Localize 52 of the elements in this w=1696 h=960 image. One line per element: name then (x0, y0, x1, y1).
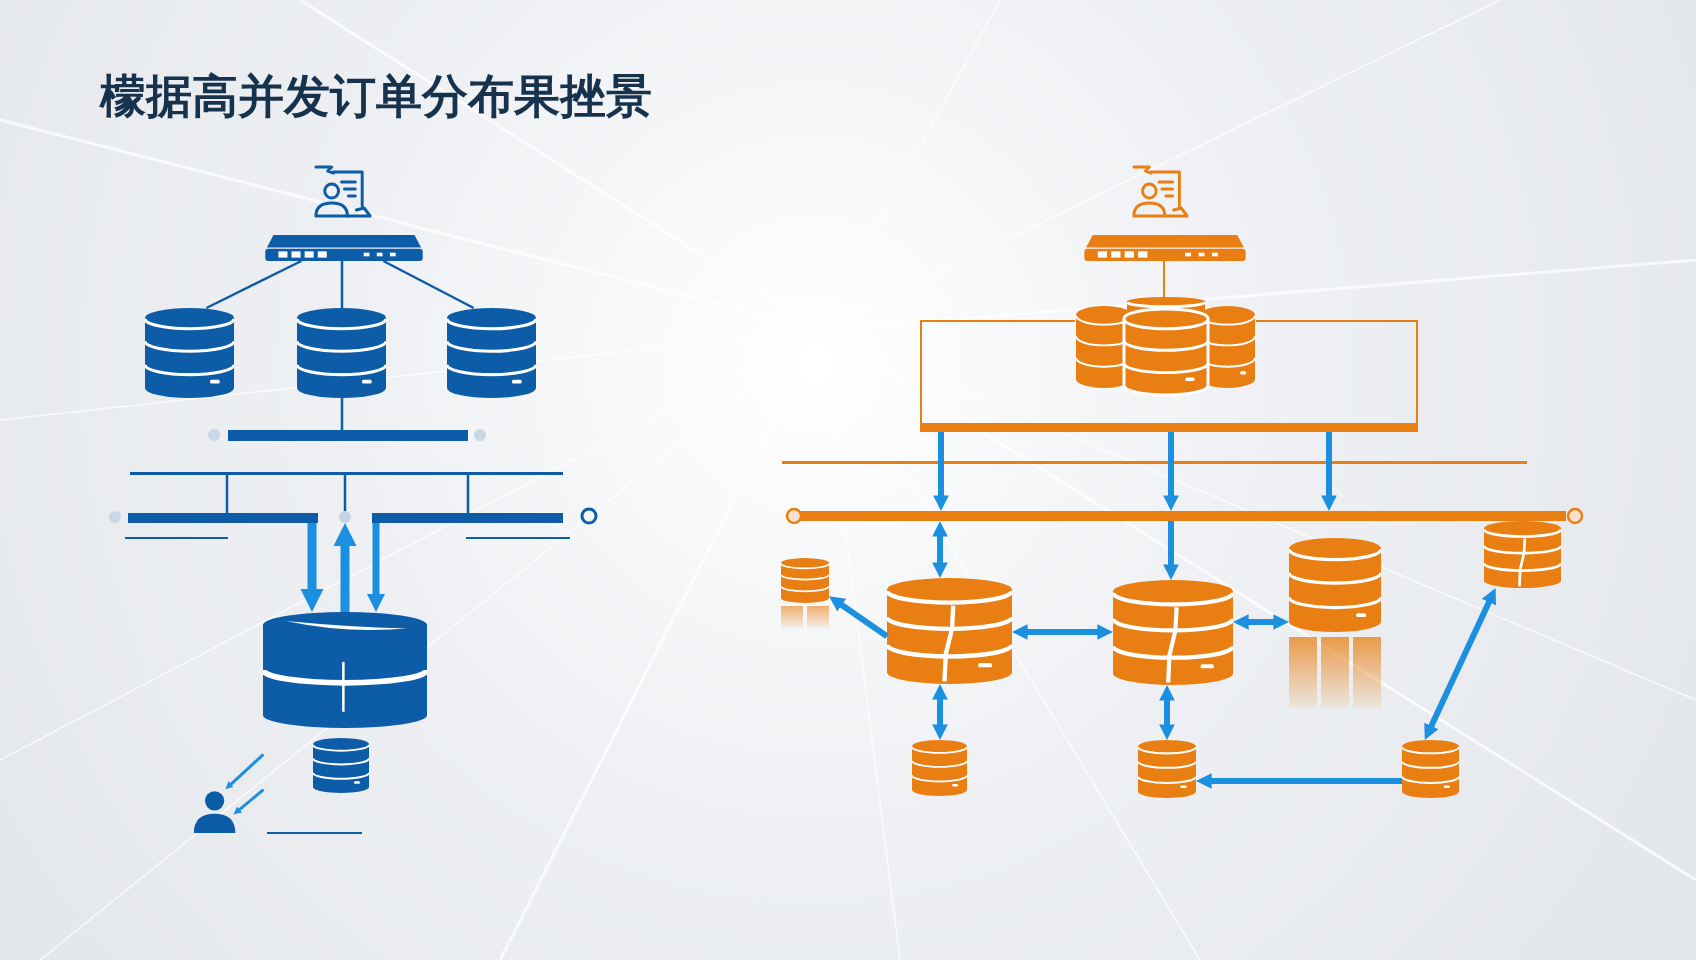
double-arrow (1012, 624, 1113, 640)
bus-bar (128, 513, 318, 523)
bus-bar (372, 513, 563, 523)
double-arrow (932, 521, 948, 578)
database-cylinder (313, 738, 369, 793)
user-document-icon (1129, 164, 1191, 220)
arrow (933, 432, 949, 511)
arrow (1163, 521, 1179, 580)
arrow (333, 523, 357, 612)
database-cylinder (887, 578, 1012, 684)
database-cylinder (447, 308, 536, 398)
database-cylinder (263, 612, 427, 728)
title: 檬据高并发订单分布果挫景 (100, 70, 652, 123)
database-cylinder (1138, 740, 1196, 798)
double-arrow (1233, 614, 1289, 630)
database-cylinder (912, 740, 967, 796)
arrow (225, 753, 265, 790)
bus-bar (800, 511, 1566, 521)
double-arrow (1424, 588, 1497, 740)
arrow (300, 523, 324, 612)
bus-bar (228, 430, 468, 441)
arrow (366, 523, 386, 612)
database-cylinder (1113, 580, 1233, 685)
arrow (1163, 432, 1179, 511)
junction-dot (339, 511, 351, 523)
bus-line (782, 461, 1527, 464)
arrow (829, 596, 889, 639)
arrow (1321, 432, 1337, 511)
connector-line (382, 259, 475, 310)
connector-line (340, 261, 344, 308)
database-cylinder (297, 308, 386, 398)
database-cluster (1075, 297, 1256, 397)
double-arrow (1159, 685, 1175, 740)
double-arrow (932, 684, 948, 740)
connector-line (466, 475, 470, 513)
connector-line (343, 475, 347, 511)
database-cylinder (1484, 521, 1561, 588)
bus-line (130, 472, 563, 475)
user-document-icon (311, 164, 374, 220)
connector-line (1163, 260, 1165, 298)
database-cylinder (145, 308, 234, 398)
connector-line (340, 398, 344, 430)
arrow (1196, 773, 1402, 789)
connector-line (225, 475, 229, 513)
connector-line (205, 259, 302, 310)
network-switch (1081, 235, 1249, 261)
database-cylinder (1289, 538, 1381, 632)
bracket-frame (920, 320, 1418, 432)
network-switch (262, 235, 426, 261)
database-cylinder (1402, 740, 1459, 798)
arrow (233, 788, 265, 815)
database-cylinder (781, 558, 829, 603)
